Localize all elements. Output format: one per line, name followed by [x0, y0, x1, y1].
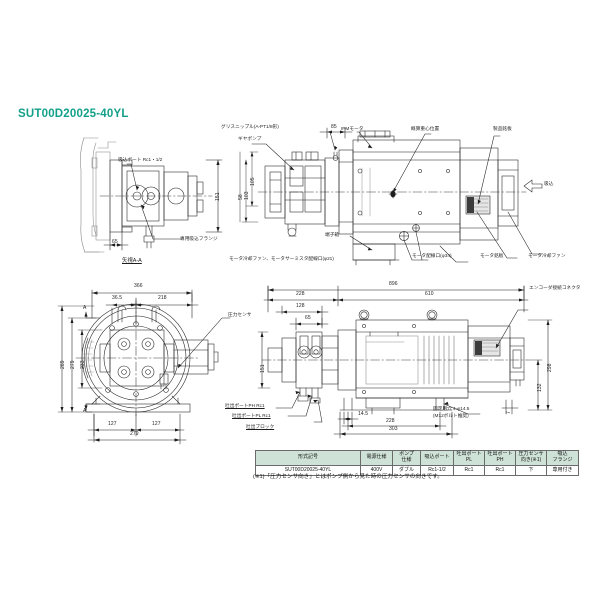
- cell-suction-flange: 専用付き: [546, 465, 579, 476]
- cell-discharge-pl: Rc1: [453, 465, 485, 476]
- page-title: SUT00D20025-40YL: [18, 108, 129, 120]
- dim-side-303: 303: [389, 426, 398, 432]
- label-grease-nipple: グリスニップル(A-PT1/8形): [221, 124, 279, 129]
- dim-end-127-right: 127: [152, 421, 161, 427]
- view-side-elevation: [257, 285, 553, 439]
- label-motor-wiring-port: モータ配線口(φ34): [412, 253, 452, 258]
- th-suction-flange: 吸込 フランジ: [546, 450, 579, 466]
- th-flange-line2: フランジ: [552, 457, 573, 463]
- dim-side-896: 896: [389, 281, 398, 287]
- label-discharge-port-pl: 吐出ポートPL Rc1: [232, 413, 271, 418]
- dim-aa-65: 65: [112, 239, 118, 245]
- th-model: 形式記号: [255, 450, 361, 466]
- label-encoder-connector: エンコーダ接続コネクタ: [529, 285, 581, 290]
- dim-side-128: 128: [296, 303, 305, 309]
- label-product-nameplate: 製品銘板: [493, 126, 512, 131]
- dim-side-228-top: 228: [296, 291, 305, 297]
- th-pump: ポンプ 仕様: [392, 450, 421, 466]
- table-footnote: (※1)「圧力センサ向き」とはポンプ側から見た時の圧力センサの向きです。: [253, 474, 443, 480]
- dim-end-233: 233: [80, 360, 86, 369]
- specification-table: 形式記号 電源仕様 ポンプ 仕様 吸込ポート 吐出ポート PL 吐出ポート PH…: [255, 450, 579, 476]
- th-discharge-pl: 吐出ポート PL: [453, 450, 485, 466]
- th-ph-line1: 吐出ポート: [487, 451, 513, 458]
- label-motor-cooling-fan-thermistor-port: モータ冷却ファン、モータサーミスタ配線口(φ21): [229, 256, 334, 261]
- dim-aa-151: 151: [215, 192, 221, 201]
- th-sensor-direction: 圧力センサ 向き(※1): [515, 450, 547, 466]
- dim-end-289: 289: [60, 360, 66, 369]
- view-front-elevation: [239, 127, 543, 266]
- dim-end-127-left: 127: [108, 421, 117, 427]
- th-pl-line1: 吐出ポート: [456, 451, 482, 458]
- cell-sensor-direction: 下: [515, 465, 547, 476]
- dim-front-105: 105: [250, 177, 256, 186]
- th-power: 電源仕様: [360, 450, 393, 466]
- label-dedicated-suction-flange: 専用吸込フランジ: [180, 236, 218, 241]
- label-discharge-block: 吐出ブロック: [246, 424, 275, 429]
- dim-side-298: 298: [547, 363, 553, 372]
- th-pl-line2: PL: [465, 457, 473, 463]
- dim-end-279: 279: [70, 360, 76, 369]
- view-caption-arrow-aa: 矢視A-A: [122, 258, 142, 264]
- dim-front-85: 85: [331, 124, 337, 130]
- dim-side-14-5: 14.5: [358, 411, 369, 417]
- dim-front-58: 58: [238, 194, 244, 200]
- dim-side-228-bottom: 228: [386, 418, 395, 424]
- th-pump-line2: 仕様: [401, 457, 412, 463]
- dim-end-218: 218: [158, 295, 167, 301]
- table-header-row: 形式記号 電源仕様 ポンプ 仕様 吸込ポート 吐出ポート PL 吐出ポート PH…: [255, 450, 579, 466]
- table-row: SUT00D20025-40YL 400V ダブル Rc1-1/2 Rc1 Rc…: [255, 465, 579, 476]
- dim-end-366: 366: [134, 283, 143, 289]
- view-end-elevation: [57, 289, 231, 445]
- cell-discharge-ph: Rc1: [484, 465, 516, 476]
- dim-front-103: 103: [244, 191, 250, 200]
- label-center-of-gravity: 概算重心位置: [411, 126, 440, 131]
- label-ipm-motor: IPMモータ: [341, 126, 364, 131]
- dim-side-151: 151: [260, 364, 266, 373]
- dim-side-65: 65: [305, 315, 311, 321]
- dim-end-36-5: 36.5: [112, 295, 123, 301]
- th-flange-line1: 吸込: [557, 451, 568, 458]
- th-sensor-line1: 圧力センサ: [518, 451, 544, 458]
- label-bolt-note: (M12ボルト推奨): [433, 413, 469, 418]
- label-discharge-port-ph: 吐出ポートPH Rc1: [225, 403, 265, 408]
- th-pump-line1: ポンプ: [399, 451, 414, 458]
- dim-side-610: 610: [425, 291, 434, 297]
- label-gear-pump: ギヤポンプ: [238, 136, 262, 141]
- label-terminal-box: 端子箱: [325, 232, 340, 237]
- dim-side-7: 7: [506, 411, 512, 414]
- dim-end-279-base: 279: [130, 431, 139, 437]
- label-pressure-sensor: 圧力センサ: [228, 312, 252, 317]
- view-arrow-aa: [80, 137, 223, 253]
- dim-side-132: 132: [537, 383, 543, 392]
- th-ph-line2: PH: [496, 457, 504, 463]
- label-suction-direction: 吸込: [544, 181, 554, 186]
- label-motor-nameplate: モータ銘板: [480, 253, 504, 258]
- label-mounting-holes: 固定用穴 4-φ14.5: [433, 406, 470, 411]
- label-motor-cooling-fan: モータ冷却ファン: [528, 253, 566, 258]
- th-suction: 吸込ポート: [420, 450, 454, 466]
- section-mark-a-top: A: [83, 305, 87, 311]
- section-mark-a-bottom: A: [83, 408, 87, 414]
- th-discharge-ph: 吐出ポート PH: [484, 450, 516, 466]
- th-sensor-line2: 向き(※1): [520, 457, 542, 463]
- label-suction-port: 吸込ポート Rc1・1/2: [118, 157, 163, 162]
